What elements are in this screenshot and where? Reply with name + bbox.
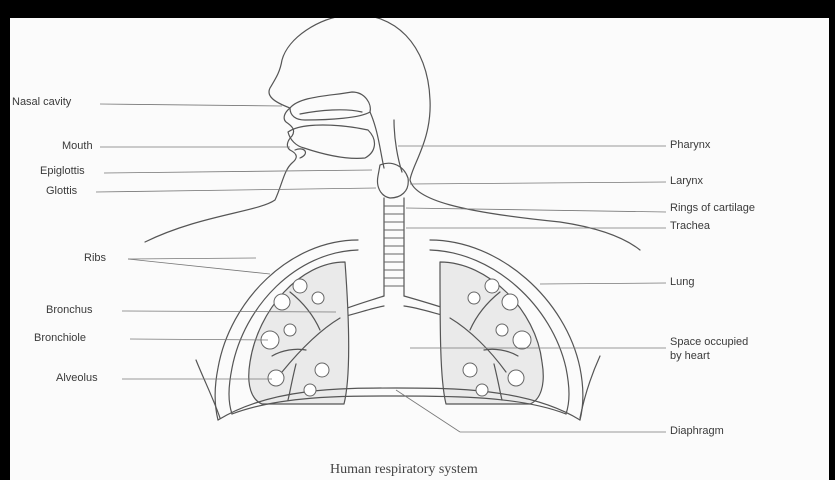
label-mouth: Mouth	[62, 140, 93, 152]
label-trachea: Trachea	[670, 220, 710, 232]
label-space-heart-line1: Space occupied	[670, 336, 748, 348]
label-diaphragm: Diaphragm	[670, 425, 724, 437]
label-bronchiole: Bronchiole	[34, 332, 86, 344]
label-ribs: Ribs	[84, 252, 106, 264]
frame-top-border	[0, 0, 835, 18]
label-larynx: Larynx	[670, 175, 703, 187]
frame-left-border	[0, 0, 10, 480]
label-pharynx: Pharynx	[670, 139, 710, 151]
cartilage-rings	[384, 206, 404, 286]
label-lung: Lung	[670, 276, 694, 288]
nasal-cavity-shape	[290, 92, 370, 120]
diagram-caption: Human respiratory system	[330, 462, 478, 478]
label-alveolus: Alveolus	[56, 372, 98, 384]
label-rings-of-cartilage: Rings of cartilage	[670, 202, 755, 214]
label-space-heart-line2: by heart	[670, 350, 710, 362]
head-outline	[145, 15, 640, 250]
label-nasal-cavity: Nasal cavity	[12, 96, 71, 108]
label-epiglottis: Epiglottis	[40, 165, 85, 177]
larynx-shape	[378, 163, 409, 198]
label-bronchus: Bronchus	[46, 304, 92, 316]
frame-right-border	[829, 0, 835, 480]
label-glottis: Glottis	[46, 185, 77, 197]
mouth-shape	[288, 125, 374, 158]
